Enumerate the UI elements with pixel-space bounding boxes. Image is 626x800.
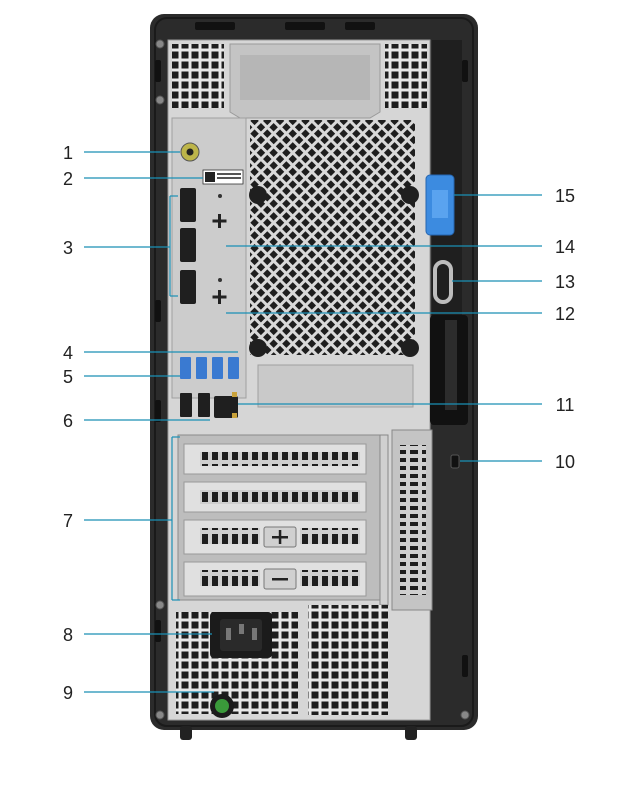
power-connector-icon <box>210 612 272 658</box>
headset-jack-icon <box>180 142 200 162</box>
callout-number: 14 <box>555 237 575 257</box>
callout-number: 2 <box>63 169 73 189</box>
callout-11: 11 <box>238 395 574 415</box>
callout-10: 10 <box>460 452 575 472</box>
callout-number: 6 <box>63 411 73 431</box>
callout-number: 1 <box>63 143 73 163</box>
callout-15: 15 <box>454 186 575 206</box>
callout-number: 10 <box>555 452 575 472</box>
padlock-ring-icon <box>433 260 453 304</box>
callout-number: 11 <box>556 395 575 415</box>
ethernet-icon <box>214 392 238 418</box>
module-bay-icon <box>212 194 227 304</box>
callout-number: 12 <box>555 304 575 324</box>
security-slot-icon <box>450 454 460 469</box>
service-tag-label <box>202 169 244 185</box>
power-supply-vents <box>176 605 388 715</box>
callout-number: 7 <box>63 511 73 531</box>
power-button-icon <box>210 694 234 718</box>
callout-9: 9 <box>63 683 214 703</box>
callout-2: 2 <box>63 169 203 189</box>
callout-number: 3 <box>63 238 73 258</box>
callouts: 1 2 3 4 5 6 7 <box>63 143 575 703</box>
expansion-slot-icon <box>177 429 433 611</box>
callout-13: 13 <box>452 272 575 292</box>
usb-icon <box>180 357 239 417</box>
displayport-icon <box>180 188 196 304</box>
callout-3: 3 <box>63 195 178 297</box>
callout-12: 12 <box>226 304 575 324</box>
callout-number: 9 <box>63 683 73 703</box>
callout-number: 5 <box>63 367 73 387</box>
callout-8: 8 <box>63 625 212 645</box>
callout-1: 1 <box>63 143 180 163</box>
callout-number: 8 <box>63 625 73 645</box>
callout-14: 14 <box>226 237 575 257</box>
callout-4: 4 <box>63 343 238 363</box>
callout-number: 4 <box>63 343 73 363</box>
callout-6: 6 <box>63 411 210 431</box>
callout-number: 13 <box>555 272 575 292</box>
callout-number: 15 <box>555 186 575 206</box>
callout-7: 7 <box>63 436 180 601</box>
release-latch-icon <box>425 174 455 236</box>
callout-5: 5 <box>63 367 180 387</box>
